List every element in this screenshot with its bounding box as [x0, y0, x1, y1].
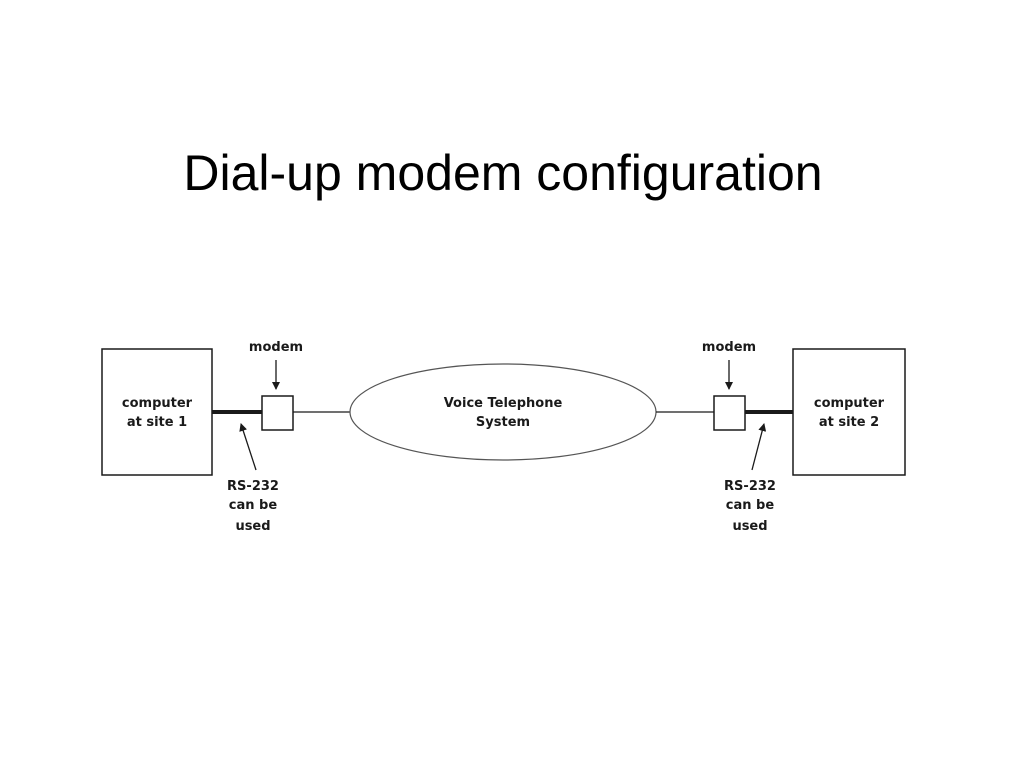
computer-site-2-label-line1: computer — [814, 396, 885, 411]
modem-right — [713, 395, 746, 431]
rs232-right-arrow — [751, 423, 767, 471]
computer-site-1: computer at site 1 — [101, 348, 213, 476]
rs232-right-label-line3: used — [732, 519, 767, 534]
computer-site-2-label-line2: at site 2 — [819, 415, 879, 430]
modem-left — [261, 395, 294, 431]
rs232-left-label-line3: used — [235, 519, 270, 534]
computer-site-2-box — [792, 348, 906, 476]
modem-left-label: modem — [249, 340, 303, 355]
rs232-left-label-line2: can be — [229, 498, 278, 513]
rs232-left-label-line1: RS-232 — [227, 479, 279, 494]
network-label-line1: Voice Telephone — [444, 396, 563, 411]
rs232-left-arrow — [239, 423, 257, 471]
computer-site-1-label-line1: computer — [122, 396, 193, 411]
slide-title: Dial-up modem configuration — [183, 145, 823, 201]
rs232-right-label-line2: can be — [726, 498, 775, 513]
computer-site-1-label-line2: at site 1 — [127, 415, 187, 430]
network-label-line2: System — [476, 415, 530, 430]
computer-site-2: computer at site 2 — [792, 348, 906, 476]
voice-telephone-system: Voice Telephone System — [349, 363, 657, 461]
computer-site-1-box — [101, 348, 213, 476]
modem-right-label: modem — [702, 340, 756, 355]
rs232-right-label-line1: RS-232 — [724, 479, 776, 494]
voice-telephone-system-ellipse — [349, 363, 657, 461]
